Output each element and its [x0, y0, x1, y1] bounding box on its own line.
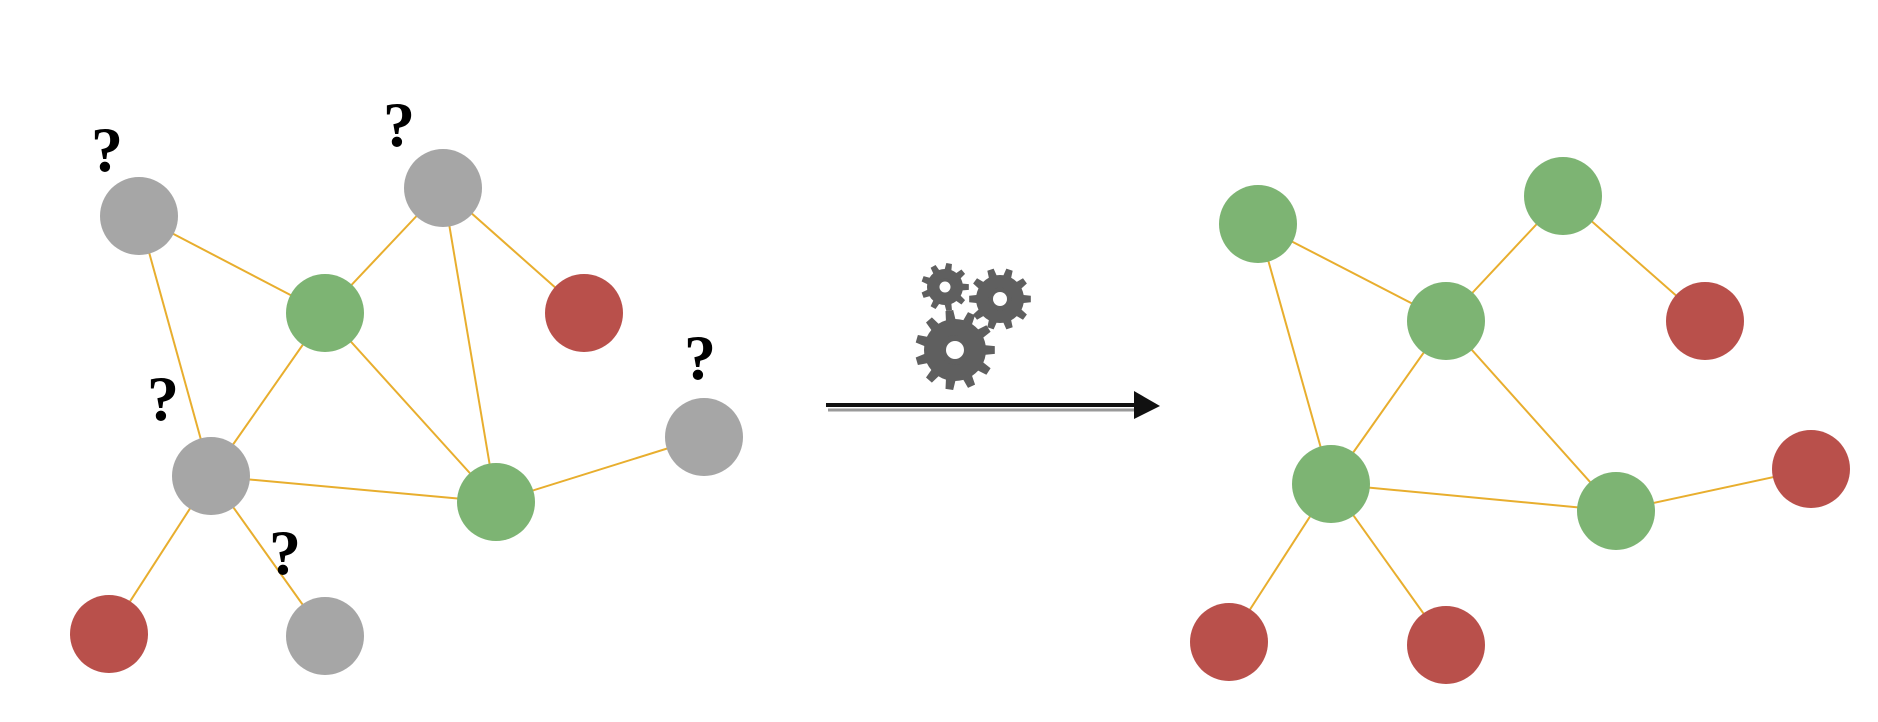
input-node-b-unknown: [404, 149, 482, 227]
input-graph-nodes: [70, 149, 743, 675]
input-node-g-green: [457, 463, 535, 541]
input-edge-a-e: [138, 215, 212, 477]
output-edge-c-g: [1445, 320, 1617, 512]
question-mark-i: ?: [269, 517, 301, 588]
gear-small-icon-hole: [939, 281, 951, 293]
output-node-e-green: [1292, 445, 1370, 523]
gears-icon: [915, 263, 1031, 390]
question-mark-f: ?: [684, 322, 716, 393]
input-node-i-unknown: [286, 597, 364, 675]
question-mark-e: ?: [147, 363, 179, 434]
input-node-h-red: [70, 595, 148, 673]
right-arrow-icon: [826, 391, 1160, 419]
output-node-h-red: [1190, 603, 1268, 681]
input-graph-question-marks: ?????: [91, 89, 716, 588]
output-node-g-green: [1577, 472, 1655, 550]
input-edge-b-g: [442, 187, 497, 503]
output-node-i-red: [1407, 606, 1485, 684]
output-node-d-red: [1666, 282, 1744, 360]
input-node-c-green: [286, 274, 364, 352]
output-node-c-green: [1407, 282, 1485, 360]
output-node-b-green: [1524, 157, 1602, 235]
input-node-a-unknown: [100, 177, 178, 255]
input-edge-c-g: [324, 312, 497, 503]
input-graph-edges: [108, 187, 705, 637]
input-node-f-unknown: [665, 398, 743, 476]
arrow-head: [1134, 391, 1160, 419]
question-mark-a: ?: [91, 114, 123, 185]
question-mark-b: ?: [383, 89, 415, 160]
input-edge-e-g: [210, 475, 497, 503]
output-node-a-green: [1219, 185, 1297, 263]
input-node-e-unknown: [172, 437, 250, 515]
output-graph-edges: [1228, 195, 1812, 646]
output-edge-e-g: [1330, 483, 1617, 512]
output-edge-a-e: [1257, 223, 1332, 485]
gear-medium-icon-hole: [993, 292, 1007, 306]
output-node-f-red: [1772, 430, 1850, 508]
gear-large-icon-hole: [946, 341, 964, 359]
input-node-d-red: [545, 274, 623, 352]
output-graph-nodes: [1190, 157, 1850, 684]
